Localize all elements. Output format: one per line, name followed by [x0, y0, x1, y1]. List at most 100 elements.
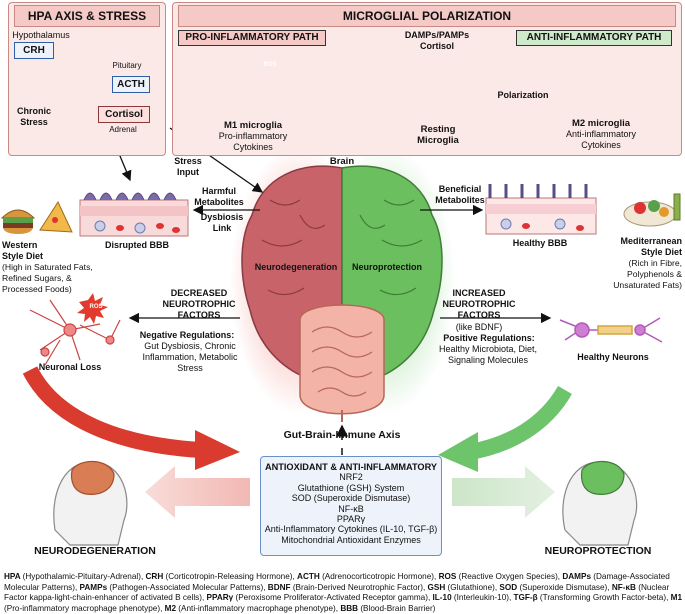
antioxidant-item: NF-κB	[338, 503, 364, 514]
cortisol-box: Cortisol	[98, 106, 150, 123]
legend-abbreviation: PPARγ	[206, 593, 236, 602]
legend-abbreviation: CRH	[145, 572, 166, 581]
head-left	[53, 460, 128, 546]
antioxidant-item: Anti-Inflammatory Cytokines (IL-10, TGF-…	[264, 524, 438, 535]
legend-abbreviation: TGF-β	[513, 593, 540, 602]
faded-right-arrow	[452, 466, 555, 518]
neuroprotection-outcome: NEUROPROTECTION	[544, 545, 652, 557]
antioxidant-item: NRF2	[339, 472, 363, 483]
legend-abbreviation: BBB	[340, 603, 361, 613]
adrenal-label: Adrenal	[109, 125, 137, 134]
legend-definition: (Brain-Derived Neurotrophic Factor),	[292, 582, 428, 592]
microglia-title: MICROGLIAL POLARIZATION	[178, 5, 676, 27]
legend-abbreviation: IL-10	[432, 593, 454, 602]
healthy-bbb-label: Healthy BBB	[512, 238, 568, 248]
ros-label-left: ROS	[89, 304, 103, 310]
brain-label: Brain	[329, 156, 355, 167]
legend-definition: (Pro-inflammatory macrophage phenotype),	[4, 603, 165, 613]
legend-definition: (Reactive Oxygen Species),	[458, 572, 563, 581]
mediterranean-diet-desc: (Rich in Fibre, Polyphenols & Unsaturate…	[613, 258, 682, 290]
legend-definition: (Corticotropin-Releasing Hormone),	[165, 572, 298, 581]
neuronal-loss-graphic	[29, 299, 121, 366]
red-curved-arrow	[22, 366, 201, 458]
disrupted-bbb-graphic	[79, 192, 189, 237]
legend-abbreviation: M1	[670, 593, 683, 602]
beneficial-metabolites-label: Beneficial Metabolites	[435, 184, 485, 205]
healthy-neurons-graphic	[559, 317, 663, 343]
ros-label-top: ROS	[263, 62, 277, 68]
microglia-panel	[172, 2, 682, 156]
legend-definition: (Glutathione),	[447, 582, 500, 592]
resting-title: Resting Microglia	[417, 124, 459, 146]
legend-definition: (Hypothalamic-Pituitary-Adrenal),	[22, 572, 146, 581]
mediterranean-diet-title: Mediterranean Style Diet	[620, 236, 682, 257]
abbreviation-legend: HPA (Hypothalamic-Pituitary-Adrenal), CR…	[4, 572, 682, 614]
stress-input-label: Stress Input	[174, 156, 202, 177]
legend-abbreviation: BDNF	[267, 582, 293, 592]
hypothalamus-label: Hypothalamus	[12, 30, 70, 40]
negative-regulations-desc: Gut Dysbiosis, Chronic Inflammation, Met…	[142, 341, 238, 373]
legend-definition: (Pathogen-Associated Molecular Patterns)…	[109, 582, 268, 592]
neuronal-loss-label: Neuronal Loss	[38, 362, 102, 372]
legend-abbreviation: ACTH	[297, 572, 323, 581]
legend-abbreviation: GSH	[427, 582, 448, 592]
legend-definition: (Transforming Growth Factor-beta),	[539, 593, 671, 602]
dysbiosis-link-label: Dysbiosis Link	[200, 212, 244, 233]
like-bdnf-label: (like BDNF)	[455, 322, 503, 332]
legend-abbreviation: SOD	[499, 582, 520, 592]
harmful-metabolites-label: Harmful Metabolites	[194, 186, 244, 207]
western-diet-desc: (High in Saturated Fats, Refined Sugars,…	[2, 262, 93, 294]
green-curved-arrow	[468, 385, 572, 460]
legend-abbreviation: ROS	[438, 572, 459, 581]
positive-regulations-desc: Healthy Microbiota, Diet, Signaling Mole…	[438, 344, 538, 365]
ros-burst-left	[77, 293, 108, 324]
m2-title: M2 microglia	[571, 118, 631, 129]
legend-abbreviation: NF-κB	[611, 582, 639, 592]
antioxidant-box: ANTIOXIDANT & ANTI-INFLAMMATORY NRF2 Glu…	[260, 456, 442, 556]
western-food-icon	[0, 200, 73, 234]
antioxidant-item: SOD (Superoxide Dismutase)	[291, 493, 411, 504]
legend-definition: (Peroxisome Proliferator-Activated Recep…	[235, 593, 433, 602]
faded-left-arrow	[145, 466, 250, 518]
legend-abbreviation: HPA	[4, 572, 23, 581]
antioxidant-item: Mitochondrial Antioxidant Enzymes	[281, 534, 421, 545]
increased-factors-label: INCREASED NEUROTROPHIC FACTORS	[442, 288, 516, 320]
m1-desc: Pro-inflammatory Cytokines	[218, 131, 288, 152]
legend-abbreviation: DAMPs	[562, 572, 594, 581]
mediterranean-food-icon	[623, 193, 681, 227]
brain-left-label: Neurodegeneration	[254, 262, 338, 272]
head-right	[562, 460, 638, 546]
antioxidant-item: Glutathione (GSH) System	[297, 482, 405, 493]
legend-definition: (Adrenocorticotropic Hormone),	[322, 572, 439, 581]
legend-definition: (Blood-Brain Barrier)	[360, 603, 436, 613]
crh-box: CRH	[14, 42, 54, 59]
hpa-title: HPA AXIS & STRESS	[14, 5, 160, 27]
legend-abbreviation: PAMPs	[79, 582, 110, 592]
negative-regulations-title: Negative Regulations:	[139, 330, 235, 340]
pro-inflammatory-path-label: PRO-INFLAMMATORY PATH	[178, 30, 326, 46]
neurodegeneration-outcome: NEURODEGENERATION	[34, 545, 156, 557]
microglia-cortisol-label: Cortisol	[419, 41, 454, 51]
m1-title: M1 microglia	[223, 120, 283, 131]
healthy-bbb-graphic	[485, 184, 597, 235]
western-diet-title: Western Style Diet	[2, 240, 44, 261]
disrupted-bbb-label: Disrupted BBB	[104, 240, 169, 250]
gut-intestine	[299, 304, 385, 415]
legend-abbreviation: M2	[164, 603, 179, 613]
acth-box: ACTH	[112, 76, 150, 93]
m2-desc: Anti-inflammatory Cytokines	[565, 129, 637, 150]
positive-regulations-title: Positive Regulations:	[443, 333, 535, 343]
legend-definition: (Damage-Associated Molecular Patterns),	[4, 572, 670, 592]
antioxidant-item: PPARγ	[336, 514, 366, 525]
damps-label: DAMPs/PAMPs	[404, 30, 470, 40]
polarization-label: Polarization	[497, 90, 549, 100]
chronic-stress-label: Chronic Stress	[16, 106, 51, 127]
decreased-factors-label: DECREASED NEUROTROPHIC FACTORS	[162, 288, 236, 320]
legend-definition: (Anti-inflammatory macrophage phenotype)…	[178, 603, 341, 613]
pituitary-label: Pituitary	[112, 61, 142, 70]
gut-brain-axis-label: Gut-Brain-Immune Axis	[283, 429, 401, 441]
legend-definition: (Interleukin-10),	[453, 593, 514, 602]
legend-definition: (Nuclear Factor kappa-light-chain-enhanc…	[4, 582, 670, 603]
legend-definition: (Superoxide Dismutase),	[519, 582, 612, 592]
